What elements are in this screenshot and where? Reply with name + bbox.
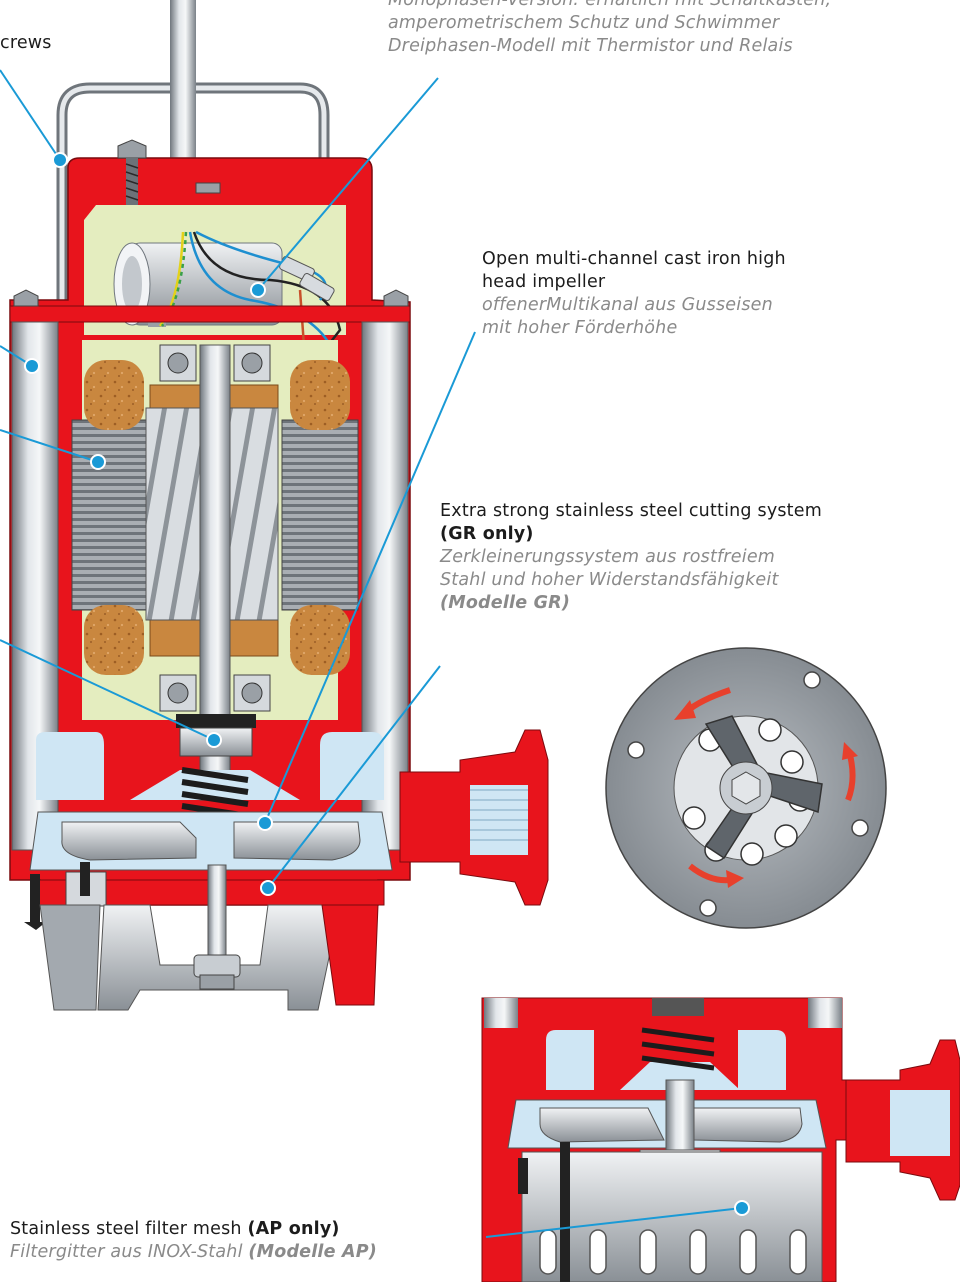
bearings [159, 344, 271, 712]
ap-version-detail [481, 997, 960, 1282]
label-impeller-en-1: Open multi-channel cast iron high [482, 249, 786, 269]
label-impeller-de-2: mit hoher Förderhöhe [482, 318, 678, 338]
spring [181, 767, 249, 819]
label-cable-de-3: Dreiphasen-Modell mit Thermistor und Rel… [388, 36, 793, 56]
label-cutting-en-1: Extra strong stainless steel cutting sys… [440, 501, 822, 521]
label-cutting-de-1: Zerkleinerungssystem aus rostfreiem [440, 547, 776, 567]
label-filter-mesh: Stainless steel filter mesh (AP only) Fi… [10, 1218, 377, 1264]
label-screws-en: crews [0, 33, 52, 53]
top-screw [117, 139, 147, 210]
label-filter-de: Filtergitter aus INOX-Stahl [10, 1242, 243, 1262]
label-cable-de-2: amperometrischem Schutz und Schwimmer [388, 13, 780, 33]
label-cutting-de-2: Stahl und hoher Widerstandsfähigkeit [440, 570, 779, 590]
impeller [61, 821, 197, 861]
label-cable-de-1: Monophasen-Version: erhältlich mit Schal… [388, 0, 832, 10]
cutting-system-detail [605, 647, 887, 929]
label-cable-control: Monophasen-Version: erhältlich mit Schal… [388, 0, 831, 58]
label-filter-en-bold: (AP only) [247, 1219, 340, 1239]
callout-lines [0, 69, 743, 1238]
label-impeller: Open multi-channel cast iron high head i… [482, 248, 786, 340]
discharge-outlet [399, 729, 549, 906]
oil-chamber [36, 732, 104, 800]
stator-winding-right [281, 419, 359, 611]
label-filter-en: Stainless steel filter mesh [10, 1219, 242, 1239]
callout-dots [24, 152, 750, 1216]
label-cutting-en-2: (GR only) [440, 524, 534, 544]
label-impeller-de-1: offenerMultikanal aus Gusseisen [482, 295, 773, 315]
label-cutting-de-3: (Modelle GR) [440, 593, 571, 613]
label-impeller-en-2: head impeller [482, 272, 606, 292]
label-cutting-system: Extra strong stainless steel cutting sys… [440, 500, 822, 615]
capacitor [113, 242, 283, 327]
mechanical-seal [176, 714, 256, 728]
cutter-head [97, 904, 341, 1011]
label-screws: crews [0, 32, 52, 55]
stator-winding-left [71, 419, 149, 611]
label-filter-de-bold: (Modelle AP) [248, 1242, 377, 1262]
